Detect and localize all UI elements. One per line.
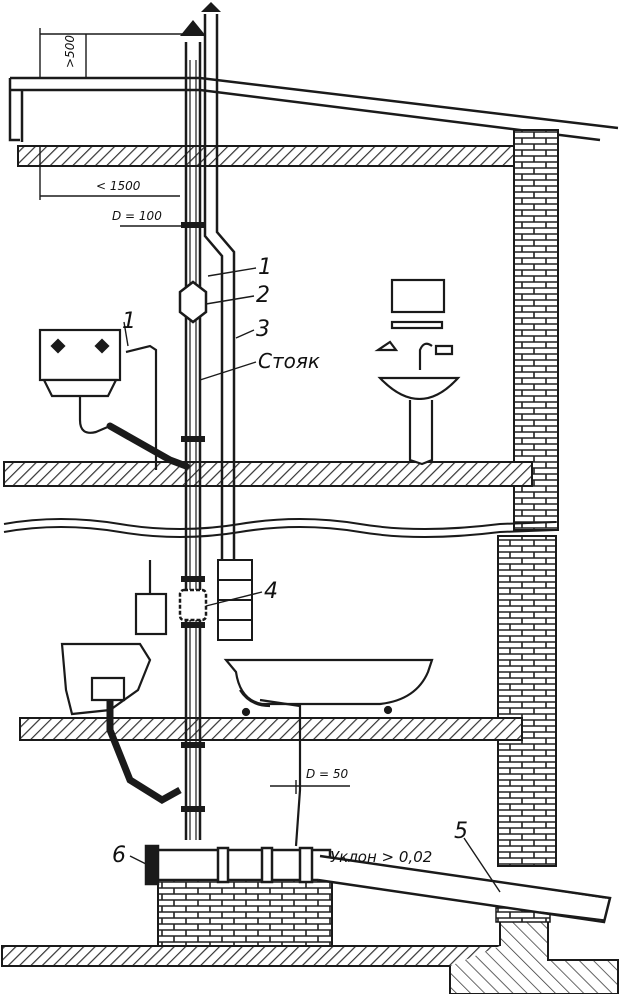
washbasin xyxy=(374,278,461,466)
break-lines xyxy=(3,518,557,538)
label-5: 5 xyxy=(454,819,468,844)
label-1-left: 1 xyxy=(122,309,136,334)
label-3: 3 xyxy=(256,317,270,342)
upper-sink xyxy=(38,328,190,470)
label-6: 6 xyxy=(112,843,126,868)
leader-lines xyxy=(123,267,501,893)
cleanout-4 xyxy=(178,588,208,622)
middle-floor-slab xyxy=(3,461,533,487)
riser-fittings xyxy=(181,222,205,812)
attic-slab xyxy=(17,145,519,167)
dim-distance-label: < 1500 xyxy=(96,179,141,193)
riser-label: Стояк xyxy=(258,349,320,373)
dim-height-label: >500 xyxy=(63,35,77,68)
label-1-upper: 1 xyxy=(258,255,272,280)
label-4: 4 xyxy=(264,579,278,604)
bathtub xyxy=(223,658,434,847)
bath-column xyxy=(217,559,253,641)
sewer-outlet xyxy=(144,844,612,924)
label-2: 2 xyxy=(256,283,270,308)
vent-pipe xyxy=(203,14,236,600)
dim-d100-label: D = 100 xyxy=(112,209,162,223)
toilet xyxy=(60,560,182,805)
vent-cap xyxy=(201,2,221,12)
dim-d50-label: D = 50 xyxy=(306,767,349,781)
dimension-lines xyxy=(39,28,350,794)
slope-label: Уклон > 0,02 xyxy=(330,848,432,866)
brick-wall xyxy=(497,129,559,867)
revision-fitting xyxy=(178,280,208,324)
lower-floor-slab xyxy=(19,717,523,741)
riser-cap xyxy=(180,20,206,36)
